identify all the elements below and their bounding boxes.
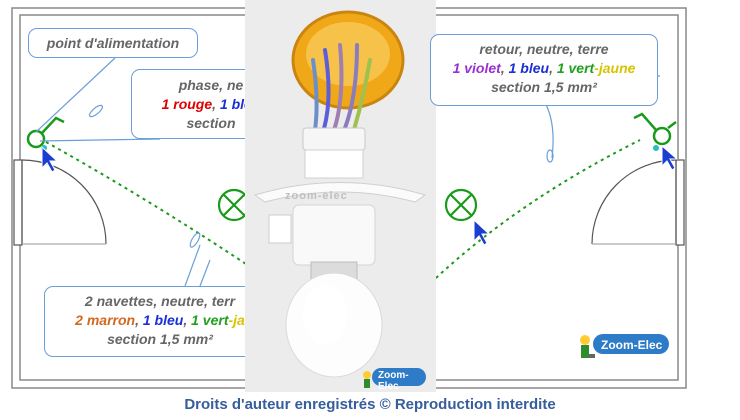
return-sep-2: , <box>549 60 557 76</box>
callout-feed-point: point d'alimentation <box>28 28 198 58</box>
right-switch-dot <box>653 145 659 151</box>
callout-feed-text: point d'alimentation <box>46 35 180 51</box>
callout-return-line2: 1 violet, 1 bleu, 1 vert-jaune <box>431 59 657 78</box>
light-symbol-right <box>444 188 478 222</box>
callout-phase-line1: phase, ne <box>178 77 244 93</box>
return-wire-2: 1 bleu <box>508 60 550 76</box>
zoom-elec-logo-small: Zoom-Elec <box>358 364 428 392</box>
light-symbol-left <box>217 188 251 222</box>
photo-watermark: zoom-elec <box>285 190 348 202</box>
logo-small-badge <box>363 368 426 388</box>
logo-small-text: Zoom-Elec <box>378 370 409 392</box>
return-wire-3a: 1 vert <box>556 60 595 76</box>
navettes-wire-3b: -ja <box>228 312 245 328</box>
return-wire-1: 1 violet <box>452 60 501 76</box>
logo-text: Zoom-Elec <box>601 338 663 352</box>
cursor-icon-left <box>41 145 59 173</box>
right-door <box>591 159 685 246</box>
callout-return-line3: section 1,5 mm² <box>491 79 597 95</box>
phase-wire-1: 1 rouge <box>161 96 213 112</box>
callout-navettes-line2: 2 marron, 1 bleu, 1 vert-ja <box>45 311 275 330</box>
navettes-wire-2: 1 bleu <box>142 312 184 328</box>
callout-phase-line3: section <box>186 115 236 131</box>
callout-navettes: 2 navettes, neutre, terr 2 marron, 1 ble… <box>44 286 276 357</box>
return-sep-1: , <box>500 60 509 76</box>
left-door <box>13 159 107 246</box>
right-switch-symbol <box>633 112 677 146</box>
navettes-sep-1: , <box>135 312 143 328</box>
navettes-wire-1: 2 marron <box>75 312 136 328</box>
phase-sep-1: , <box>212 96 220 112</box>
left-switch-symbol <box>26 116 65 149</box>
zoom-elec-logo: Zoom-Elec <box>575 330 671 360</box>
cursor-icon-door <box>661 144 679 171</box>
navettes-wire-3a: 1 vert <box>191 312 229 328</box>
callout-navettes-line3: section 1,5 mm² <box>107 331 213 347</box>
copyright-notice: Droits d'auteur enregistrés © Reproducti… <box>184 396 556 413</box>
callout-return-line1: retour, neutre, terre <box>479 41 609 57</box>
lamp-wiring-photo: zoom-elec <box>245 0 436 392</box>
cursor-icon-right <box>473 218 491 246</box>
circuit-wires <box>45 139 641 279</box>
lamp-photo-drawing <box>245 0 436 392</box>
logo-badge <box>580 334 669 358</box>
return-wire-3b: -jaune <box>594 60 636 76</box>
callout-navettes-line1: 2 navettes, neutre, terr <box>84 293 236 309</box>
navettes-sep-2: , <box>183 312 192 328</box>
callout-return: retour, neutre, terre 1 violet, 1 bleu, … <box>430 34 658 106</box>
